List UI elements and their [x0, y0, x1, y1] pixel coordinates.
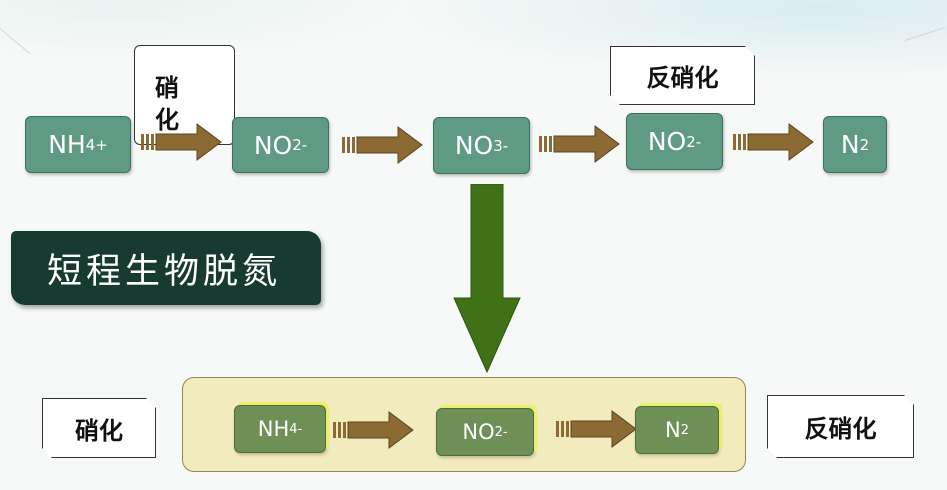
- reaction-arrow: [342, 126, 423, 164]
- reaction-arrow: [556, 410, 637, 448]
- reaction-arrow: [333, 411, 414, 449]
- denitrification-label: 反硝化: [610, 46, 755, 105]
- reaction-arrow: [733, 123, 814, 161]
- reaction-arrow: [539, 125, 620, 163]
- nitrification-label: 硝化: [42, 398, 156, 458]
- reaction-arrow: [141, 123, 222, 161]
- page-title: 短程生物脱氮: [11, 231, 321, 305]
- nitrification-label: 硝化: [134, 45, 235, 145]
- down-arrow: [453, 184, 521, 374]
- denitrification-label: 反硝化: [767, 395, 914, 458]
